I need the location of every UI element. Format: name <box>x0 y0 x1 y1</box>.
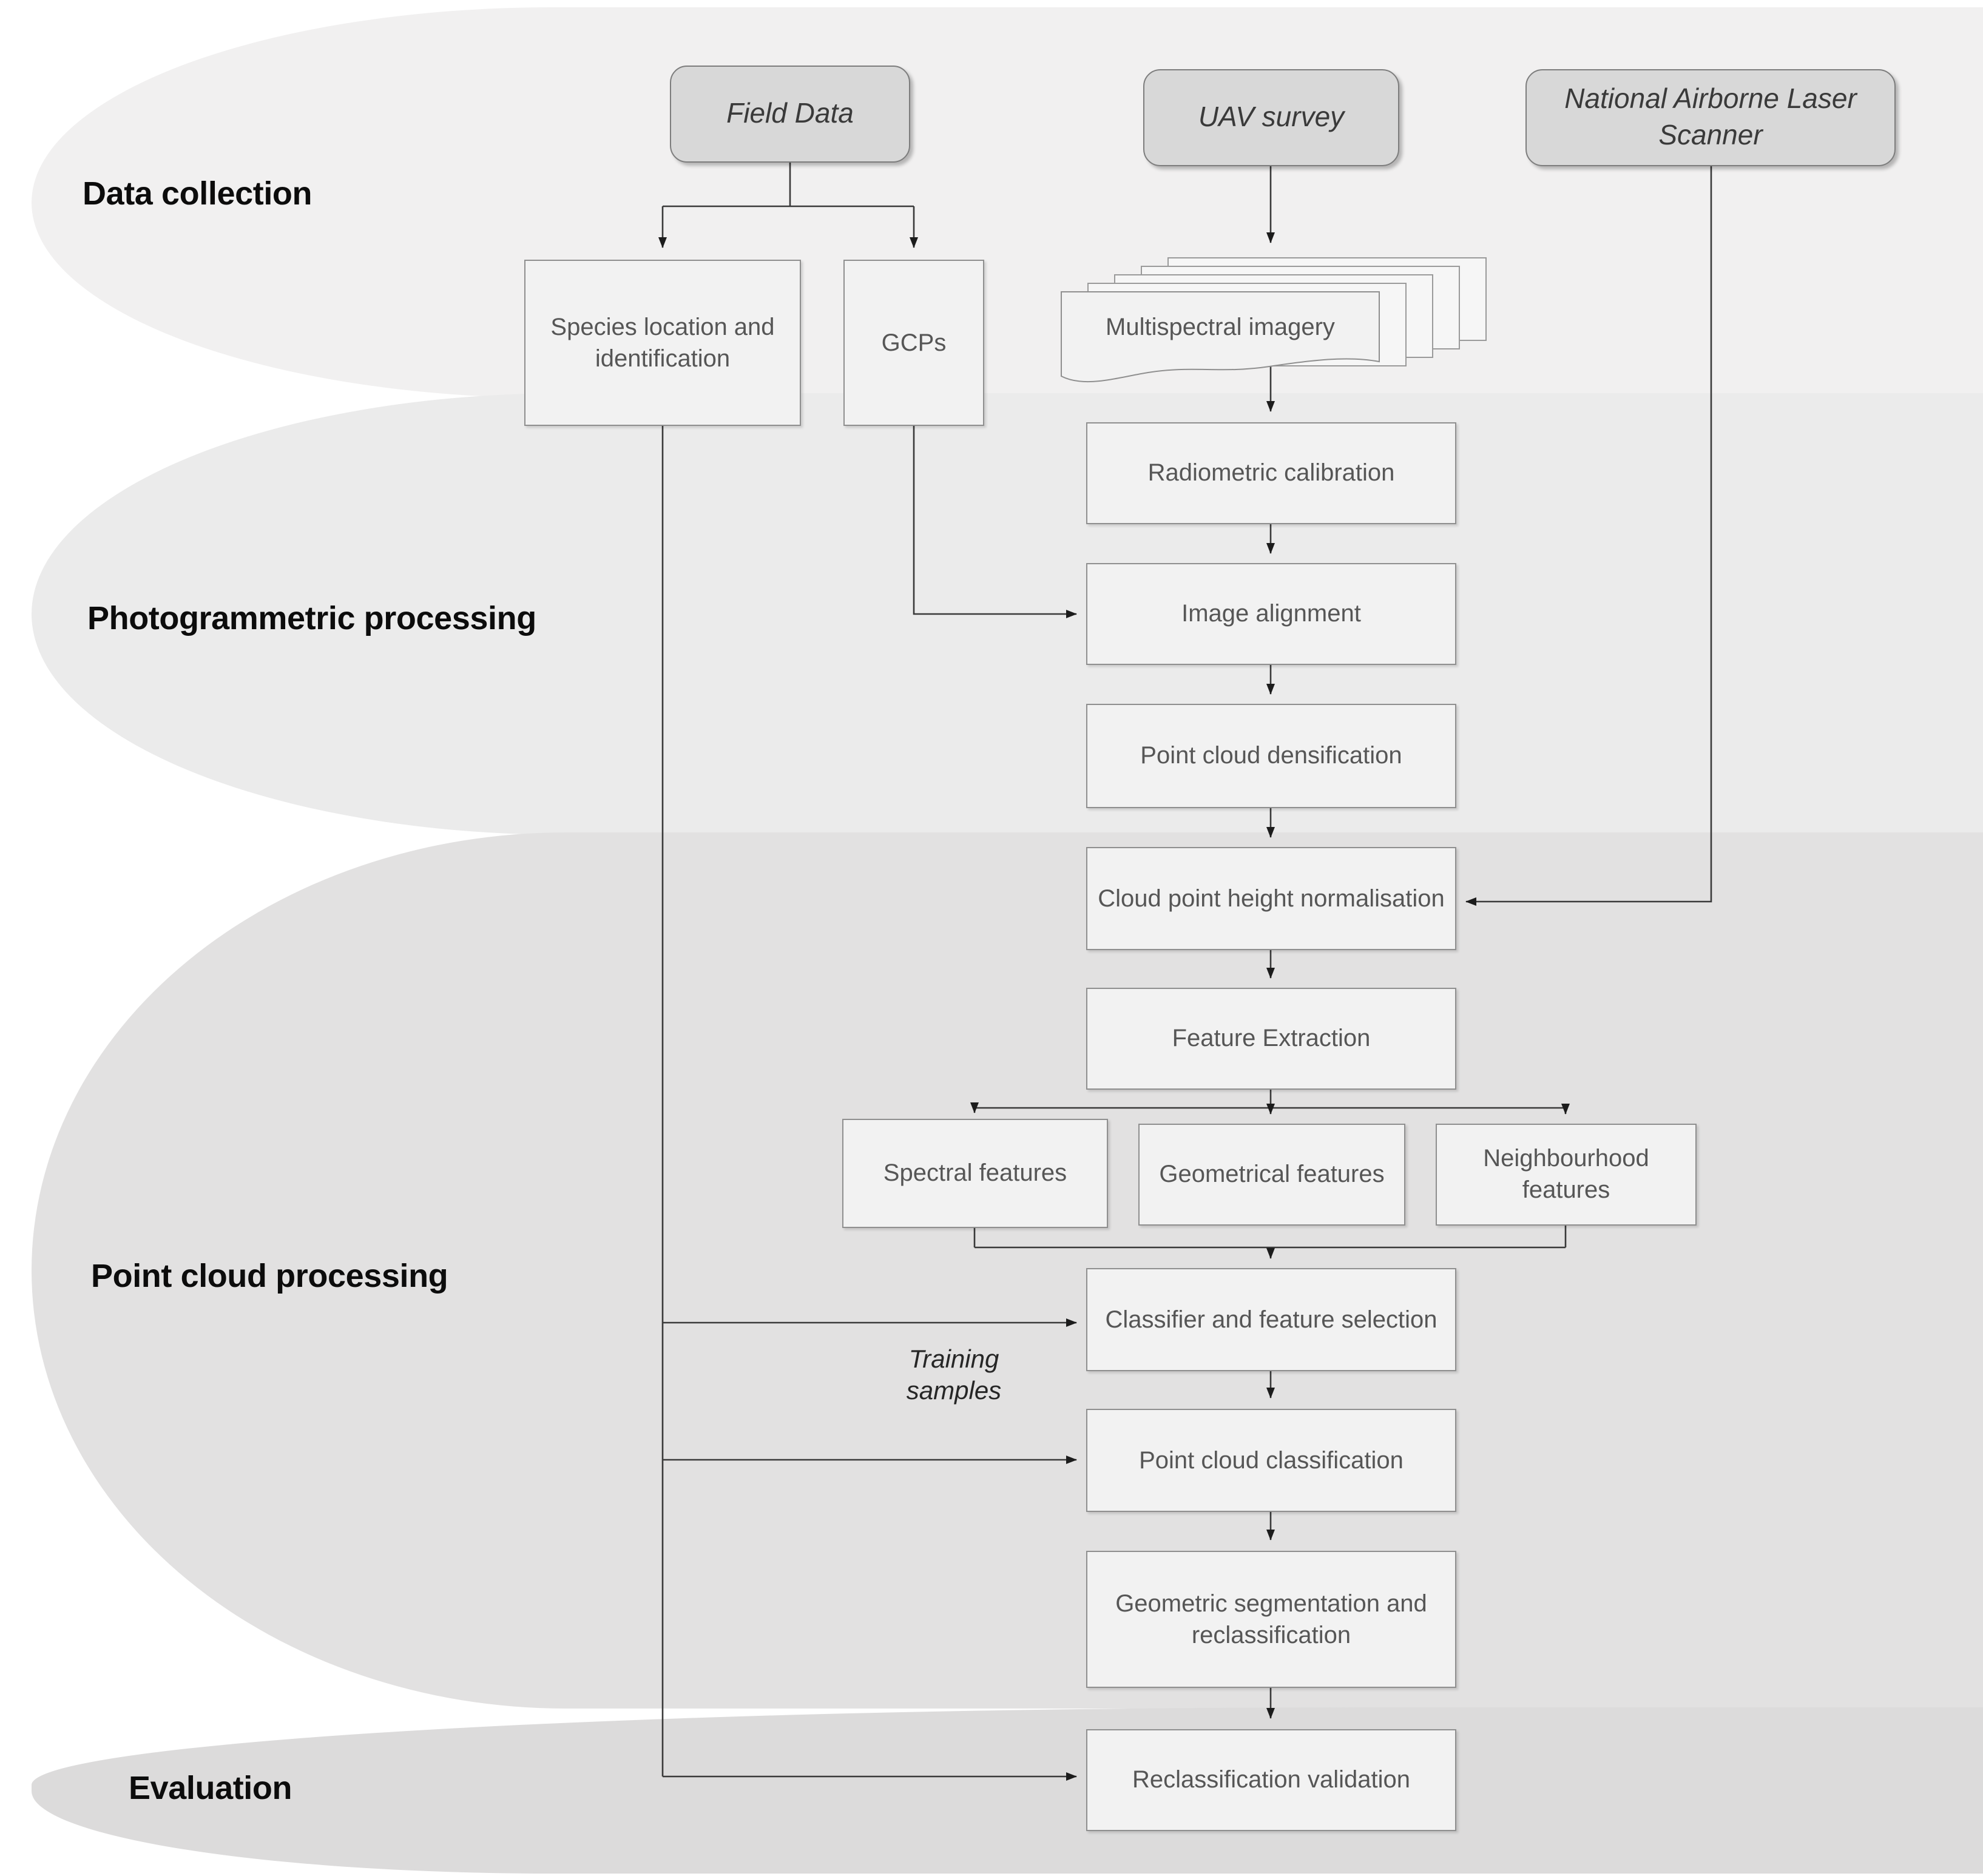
node-neighbourhood-features-label: Neighbourhood features <box>1483 1146 1649 1204</box>
multispectral-document-shape <box>1061 291 1380 383</box>
node-geometric-segmentation-reclassification-label: Geometric segmentation and reclassificat… <box>1115 1590 1427 1648</box>
phase-label-data-collection: Data collection <box>83 175 312 212</box>
node-point-cloud-densification: Point cloud densification <box>1086 704 1456 808</box>
node-gcps-label: GCPs <box>881 329 947 356</box>
node-species-location-identification-label: Species location and identification <box>550 314 775 372</box>
node-spectral-features: Spectral features <box>842 1119 1108 1228</box>
source-box-national-airborne-laser-scanner: National Airborne Laser Scanner <box>1525 69 1896 166</box>
node-reclassification-validation: Reclassification validation <box>1086 1729 1456 1831</box>
source-box-field-data-label: Field Data <box>726 97 854 129</box>
node-multispectral-imagery-label: Multispectral imagery <box>1106 314 1335 340</box>
node-feature-extraction-label: Feature Extraction <box>1172 1025 1371 1052</box>
phase-label-photogrammetric-processing: Photogrammetric processing <box>87 600 536 636</box>
node-point-cloud-densification-label: Point cloud densification <box>1140 743 1402 769</box>
node-classifier-feature-selection: Classifier and feature selection <box>1086 1268 1456 1371</box>
node-reclassification-validation-label: Reclassification validation <box>1132 1767 1410 1793</box>
node-spectral-features-label: Spectral features <box>883 1160 1067 1187</box>
node-geometrical-features-label: Geometrical features <box>1159 1161 1385 1188</box>
node-image-alignment: Image alignment <box>1086 563 1456 665</box>
node-multispectral-imagery: Multispectral imagery <box>1061 299 1380 357</box>
node-radiometric-calibration-label: Radiometric calibration <box>1147 460 1395 487</box>
node-neighbourhood-features: Neighbourhood features <box>1436 1124 1697 1226</box>
node-classifier-feature-selection-label: Classifier and feature selection <box>1105 1306 1437 1333</box>
phase-label-evaluation: Evaluation <box>129 1770 292 1806</box>
source-box-uav-survey-label: UAV survey <box>1198 101 1345 133</box>
node-point-cloud-classification-label: Point cloud classification <box>1139 1447 1404 1474</box>
source-box-national-airborne-laser-scanner-label: National Airborne Laser Scanner <box>1564 83 1857 150</box>
node-cloud-point-height-normalisation-label: Cloud point height normalisation <box>1098 885 1445 912</box>
node-point-cloud-classification: Point cloud classification <box>1086 1409 1456 1512</box>
node-species-location-identification: Species location and identification <box>524 260 801 426</box>
node-image-alignment-label: Image alignment <box>1181 601 1361 627</box>
node-feature-extraction: Feature Extraction <box>1086 988 1456 1090</box>
node-radiometric-calibration: Radiometric calibration <box>1086 422 1456 524</box>
phase-band-point-cloud-processing <box>32 832 1983 1709</box>
node-gcps: GCPs <box>843 260 984 426</box>
annotation-training-samples: Training samples <box>906 1346 1002 1406</box>
phase-label-point-cloud-processing: Point cloud processing <box>91 1258 448 1294</box>
node-geometric-segmentation-reclassification: Geometric segmentation and reclassificat… <box>1086 1551 1456 1688</box>
node-geometrical-features: Geometrical features <box>1138 1124 1405 1226</box>
source-box-uav-survey: UAV survey <box>1143 69 1399 166</box>
source-box-field-data: Field Data <box>670 66 910 163</box>
phase-band-evaluation <box>32 1707 1983 1874</box>
node-cloud-point-height-normalisation: Cloud point height normalisation <box>1086 847 1456 950</box>
